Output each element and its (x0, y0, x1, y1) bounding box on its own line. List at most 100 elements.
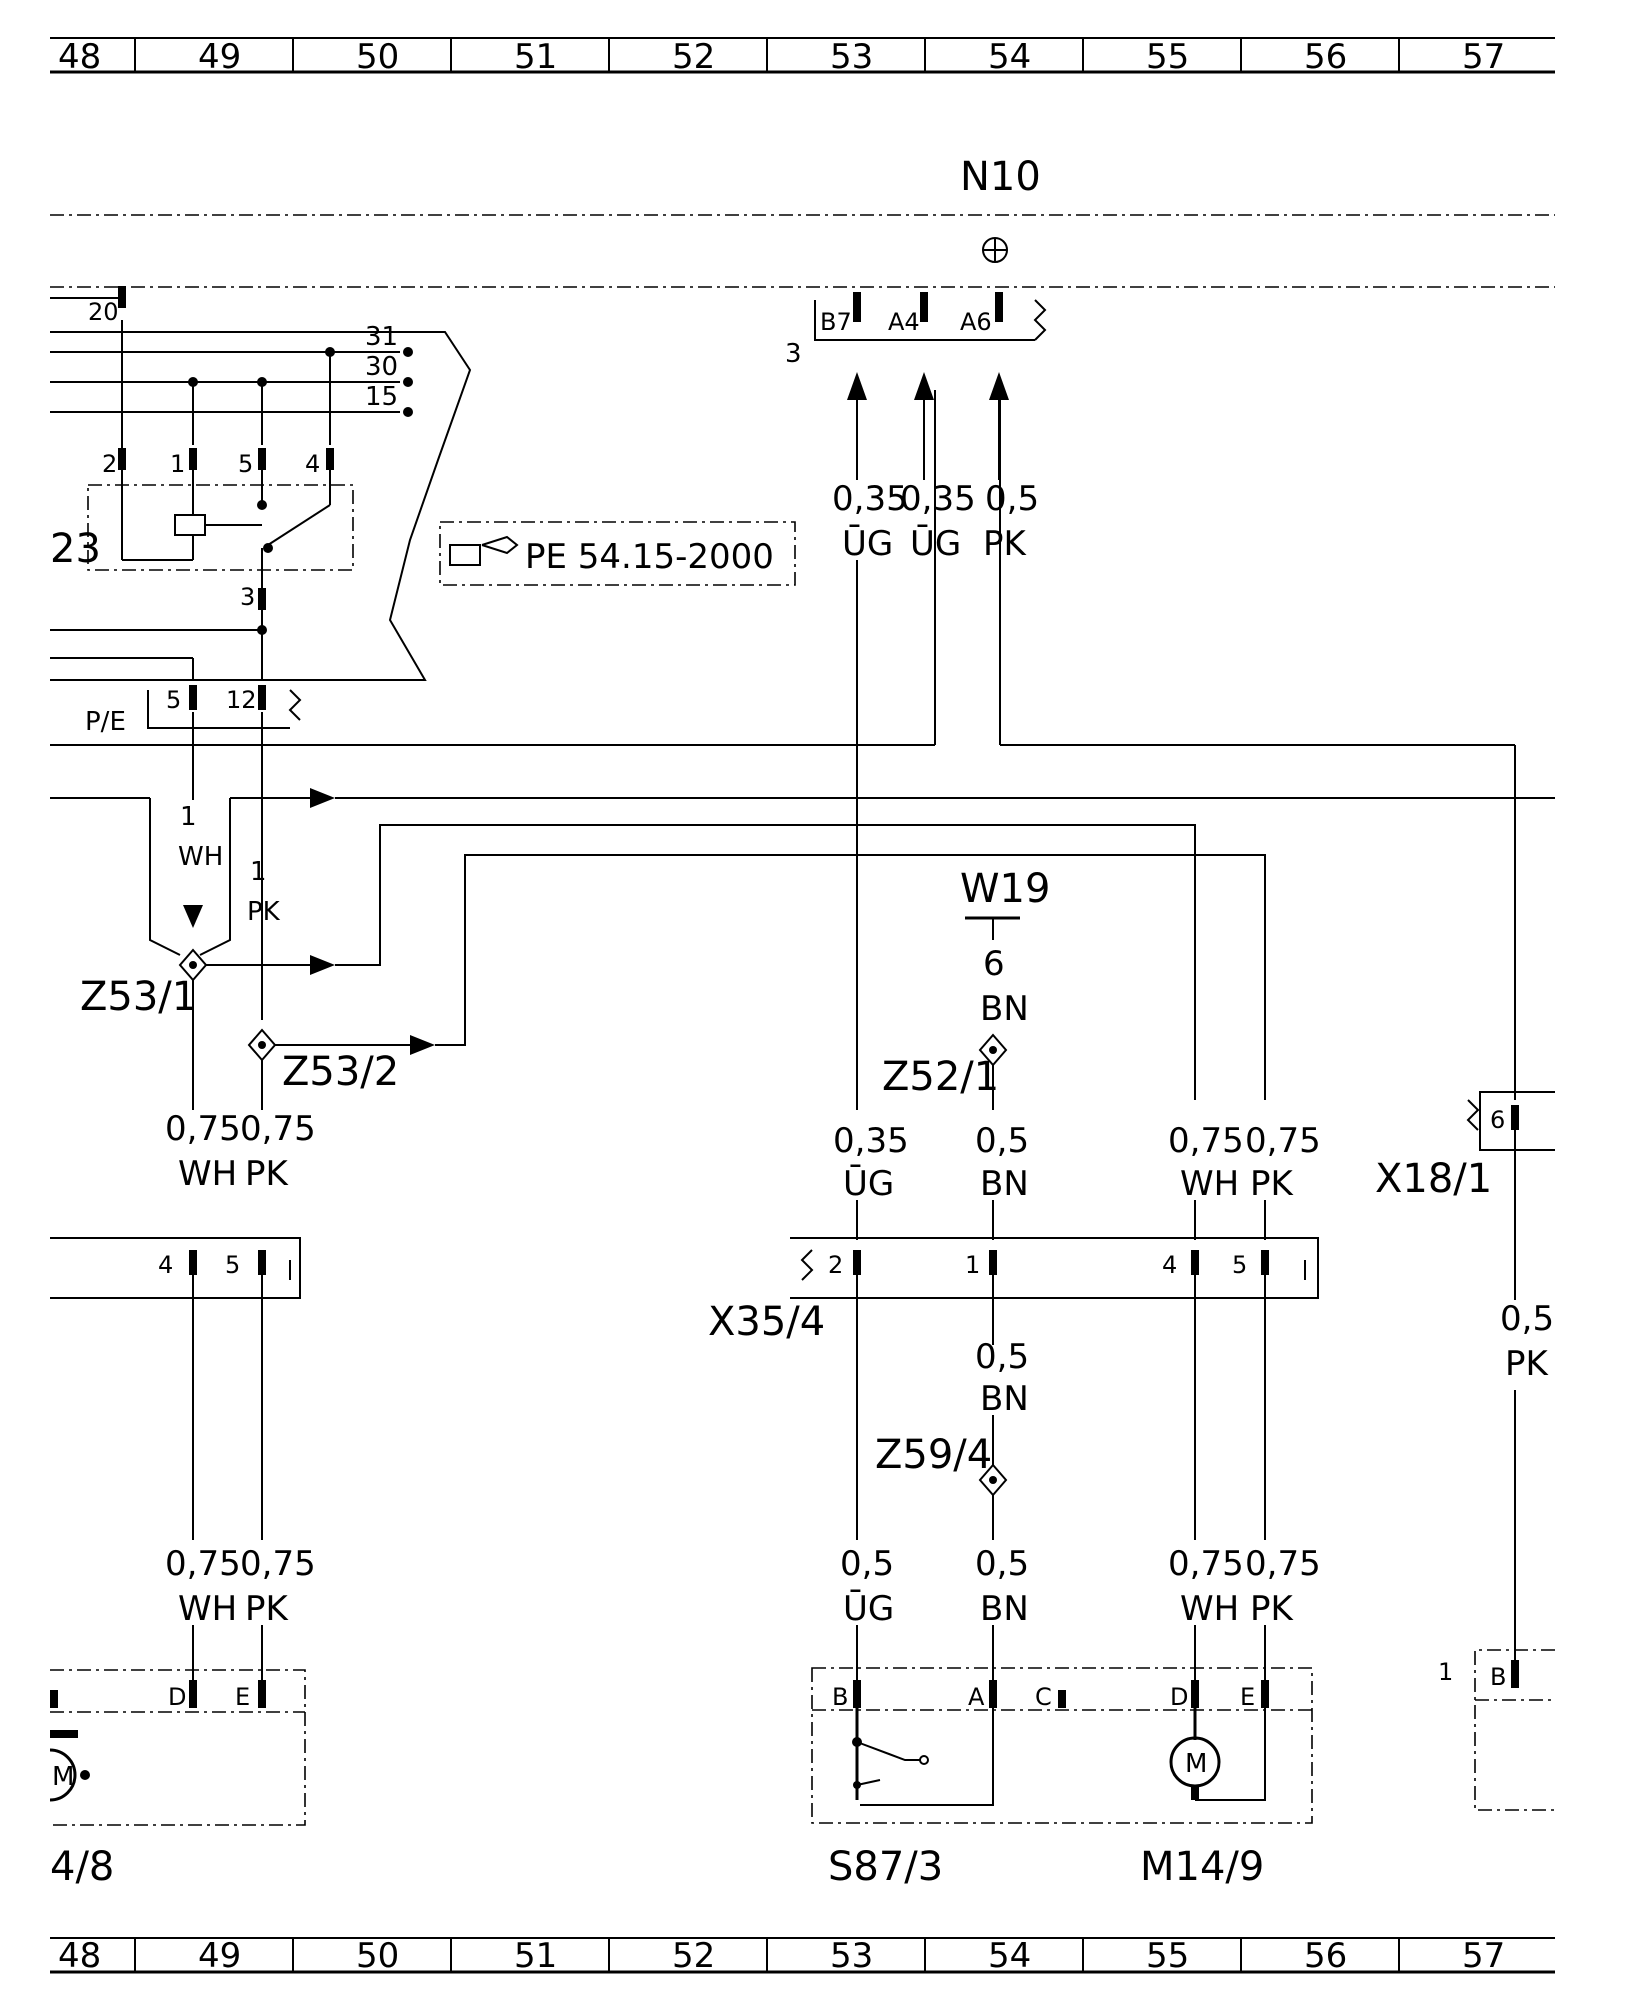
blk-pin-c: C (1035, 1683, 1052, 1711)
x18-pk-color: PK (1505, 1344, 1550, 1384)
m14-9-label: M14/9 (1140, 1844, 1264, 1890)
bl-motor-symbol: M (52, 1762, 74, 1792)
reference-box: PE 54.15-2000 (439, 521, 796, 586)
m14-9-motor-symbol: M (1185, 1749, 1207, 1779)
top-col-55: 55 (1146, 37, 1189, 77)
x35-pin-2: 2 (828, 1251, 843, 1279)
x35-connector: 0,35 ŪG 0,5 BN 0,75 WH 0,75 PK 2 1 4 5 X… (708, 560, 1321, 1345)
bottom-col-56: 56 (1304, 1936, 1347, 1976)
wire-a6-color: PK (983, 524, 1028, 564)
z52-1-label: Z52/1 (882, 1054, 999, 1100)
bl-pin-d: D (168, 1683, 186, 1711)
z53-wh-color: WH (178, 1154, 237, 1194)
x35-pk-color: PK (1250, 1164, 1295, 1204)
bot-pk-size: 0,75 (240, 1544, 316, 1584)
w19-wire-color: BN (980, 989, 1029, 1029)
bottom-col-50: 50 (356, 1936, 399, 1976)
wire-a4-size: 0,35 (900, 479, 976, 519)
relay-k23: 20 31 30 15 23 2 1 5 4 (50, 286, 472, 681)
x35-pk-size: 0,75 (1245, 1121, 1321, 1161)
z53-pk-color: PK (245, 1154, 290, 1194)
x18-pin-6: 6 (1490, 1106, 1505, 1134)
z59-splice: 0,5 BN Z59/4 (856, 1275, 1266, 1540)
bottom-wire-labels: 0,75 WH 0,75 PK 0,5 ŪG 0,5 BN 0,75 WH 0,… (165, 1544, 1321, 1680)
bot-bn-size: 0,5 (975, 1544, 1029, 1584)
right-conn-1: 1 (1438, 1658, 1453, 1686)
bot-bn-color: BN (980, 1589, 1029, 1629)
bot-og-size: 0,5 (840, 1544, 894, 1584)
s87-m14-9-block: B A C D E S87/3 M M14/9 (811, 1667, 1313, 1890)
pe-connector: 5 12 P/E (50, 390, 1515, 1020)
bl-pin-e: E (235, 1683, 250, 1711)
pin-b7: B7 (820, 308, 852, 336)
x35-bn-color: BN (980, 1164, 1029, 1204)
x18-pk-size: 0,5 (1500, 1299, 1554, 1339)
bottom-col-51: 51 (514, 1936, 557, 1976)
top-col-49: 49 (198, 37, 241, 77)
bot-pk-color: PK (245, 1589, 290, 1629)
bus-15: 15 (365, 382, 398, 412)
pe12-wire-size: 1 (250, 857, 267, 887)
relay-pin-20: 20 (88, 298, 119, 326)
pe5-wire-color: WH (178, 842, 223, 872)
relay-pin-4: 4 (305, 450, 320, 478)
bus-31: 31 (365, 322, 398, 352)
relay-pin-2: 2 (102, 450, 117, 478)
top-grid: 48 49 50 51 52 53 54 55 56 57 (50, 37, 1555, 77)
z53-wh-size: 0,75 (165, 1109, 241, 1149)
bottom-col-53: 53 (830, 1936, 873, 1976)
blk-pin-b: B (832, 1683, 848, 1711)
mid-bn-color: BN (980, 1379, 1029, 1419)
pin-a4: A4 (888, 308, 920, 336)
top-col-57: 57 (1462, 37, 1505, 77)
top-col-53: 53 (830, 37, 873, 77)
blk-pin-d: D (1170, 1683, 1188, 1711)
x35-wh-color: WH (1180, 1164, 1239, 1204)
bot-wh-color: WH (178, 1589, 237, 1629)
x35-label: X35/4 (708, 1299, 825, 1345)
splice-z53: 1 WH Z53/1 1 PK Z53/2 0,75 WH 0,75 PK (50, 788, 1555, 1194)
n10-unit: N10 3 B7 A4 A6 0,35 ŪG 0,35 ŪG 0,5 PK (50, 154, 1555, 564)
bottom-col-52: 52 (672, 1936, 715, 1976)
bottom-col-55: 55 (1146, 1936, 1189, 1976)
x35-left-pin-4: 4 (158, 1251, 173, 1279)
relay-pin-5: 5 (238, 450, 253, 478)
bot-pk2-size: 0,75 (1245, 1544, 1321, 1584)
reference-text: PE 54.15-2000 (525, 537, 774, 577)
bus-30: 30 (365, 352, 398, 382)
n10-label: N10 (960, 154, 1041, 200)
relay-pin-3: 3 (240, 583, 255, 611)
pe5-wire-size: 1 (180, 802, 197, 832)
switch-icon (919, 1755, 929, 1765)
w19-ground: W19 6 BN Z52/1 (882, 866, 1050, 1110)
bot-pk2-color: PK (1250, 1589, 1295, 1629)
pe-pin-12: 12 (226, 686, 257, 714)
bot-wh2-size: 0,75 (1168, 1544, 1244, 1584)
hand-pointer-icon (449, 535, 519, 566)
bot-wh-size: 0,75 (165, 1544, 241, 1584)
relay-pin-1: 1 (170, 450, 185, 478)
top-col-50: 50 (356, 37, 399, 77)
x35-pin-4: 4 (1162, 1251, 1177, 1279)
blk-pin-e: E (1240, 1683, 1255, 1711)
z59-4-label: Z59/4 (875, 1432, 992, 1478)
bot-og-color: ŪG (843, 1589, 894, 1629)
relay-label: 23 (50, 526, 101, 572)
wire-a6-size: 0,5 (985, 479, 1039, 519)
x35-left-pin-5: 5 (225, 1251, 240, 1279)
wire-b7-color: ŪG (842, 524, 893, 564)
bottom-col-49: 49 (198, 1936, 241, 1976)
pin-a6: A6 (960, 308, 992, 336)
right-component: 1 B (1438, 1649, 1555, 1811)
bottom-col-54: 54 (988, 1936, 1031, 1976)
s87-label: S87/3 (828, 1844, 943, 1890)
pe12-wire-color: PK (247, 897, 281, 927)
top-col-51: 51 (514, 37, 557, 77)
x35-wh-size: 0,75 (1168, 1121, 1244, 1161)
mid-bn-size: 0,5 (975, 1337, 1029, 1377)
pe-pin-5: 5 (166, 686, 181, 714)
n10-conn-number: 3 (785, 339, 802, 369)
blk-pin-a: A (968, 1683, 985, 1711)
bottom-col-48: 48 (58, 1936, 101, 1976)
